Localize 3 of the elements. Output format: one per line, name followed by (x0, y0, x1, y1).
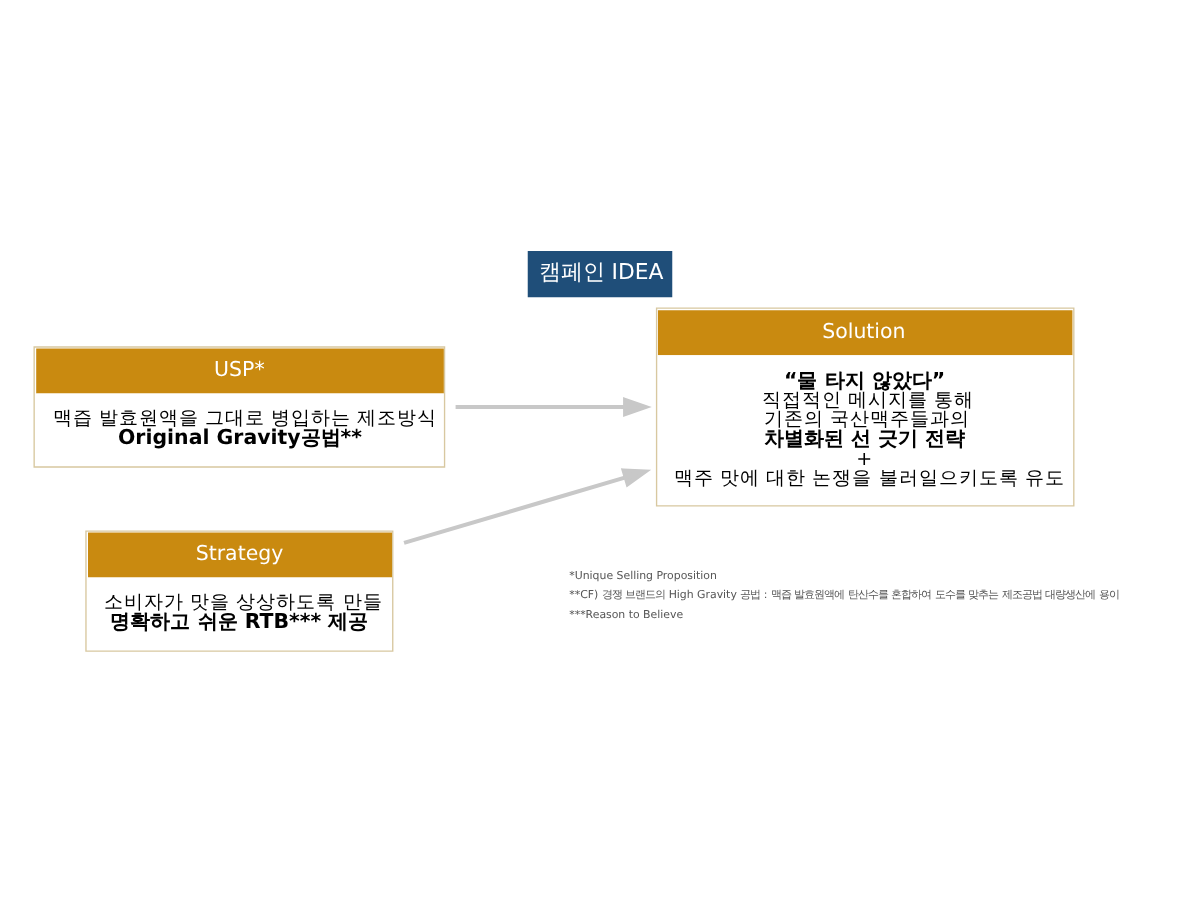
arrow (403, 467, 652, 544)
arrow (455, 396, 652, 417)
diagram-title: 캠페인 IDEA (538, 258, 664, 285)
